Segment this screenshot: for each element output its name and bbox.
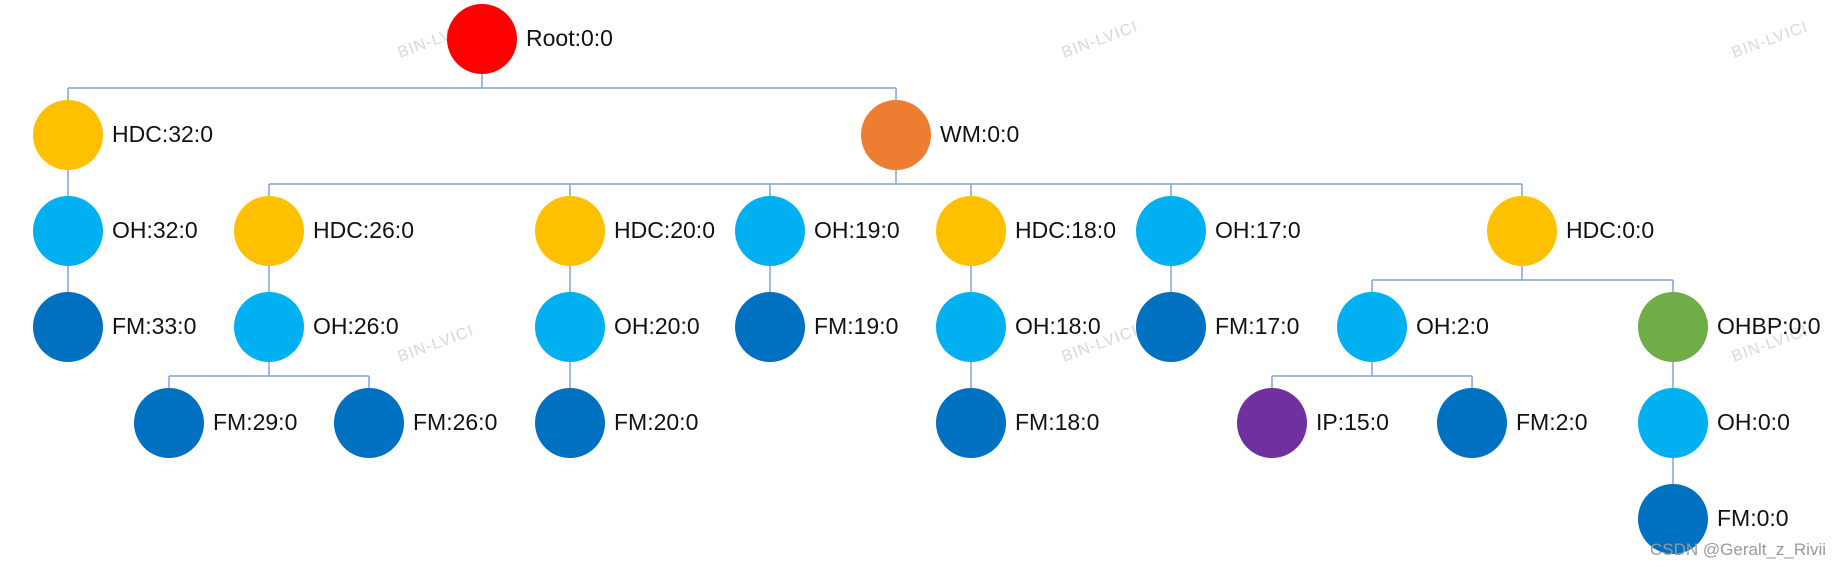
node-label: OH:26:0 — [313, 313, 399, 339]
tree-node-hdc26: HDC:26:0 — [234, 196, 414, 266]
node-label: FM:18:0 — [1015, 409, 1099, 435]
node-label: FM:19:0 — [814, 313, 898, 339]
oh-node-circle — [33, 196, 103, 266]
node-label: OH:20:0 — [614, 313, 700, 339]
fm-node-circle — [134, 388, 204, 458]
tree-node-oh32: OH:32:0 — [33, 196, 198, 266]
hdc-node-circle — [535, 196, 605, 266]
oh-node-circle — [1136, 196, 1206, 266]
node-label: HDC:32:0 — [112, 121, 213, 147]
hdc-node-circle — [33, 100, 103, 170]
node-label: OH:32:0 — [112, 217, 198, 243]
node-label: IP:15:0 — [1316, 409, 1389, 435]
tree-node-fm18: FM:18:0 — [936, 388, 1099, 458]
tree-node-oh2: OH:2:0 — [1337, 292, 1489, 362]
oh-node-circle — [535, 292, 605, 362]
tree-node-oh26: OH:26:0 — [234, 292, 399, 362]
tree-node-oh19: OH:19:0 — [735, 196, 900, 266]
watermark-text: BIN-LVICI — [396, 322, 477, 365]
node-label: FM:33:0 — [112, 313, 196, 339]
fm-node-circle — [1437, 388, 1507, 458]
fm-node-circle — [535, 388, 605, 458]
tree-node-fm0: FM:0:0 — [1638, 484, 1789, 554]
node-label: OH:19:0 — [814, 217, 900, 243]
ip-node-circle — [1237, 388, 1307, 458]
tree-node-hdc20: HDC:20:0 — [535, 196, 715, 266]
credit-text: CSDN @Geralt_z_Rivii — [1650, 540, 1826, 559]
hdc-node-circle — [936, 196, 1006, 266]
tree-node-fm29: FM:29:0 — [134, 388, 297, 458]
node-label: HDC:0:0 — [1566, 217, 1654, 243]
tree-node-root: Root:0:0 — [447, 4, 613, 74]
node-label: FM:17:0 — [1215, 313, 1299, 339]
hdc-node-circle — [1487, 196, 1557, 266]
tree-node-ip15: IP:15:0 — [1237, 388, 1389, 458]
tree-node-wm: WM:0:0 — [861, 100, 1019, 170]
oh-node-circle — [234, 292, 304, 362]
tree-node-ohbp: OHBP:0:0 — [1638, 292, 1821, 362]
node-label: OH:18:0 — [1015, 313, 1101, 339]
node-label: HDC:20:0 — [614, 217, 715, 243]
node-label: OHBP:0:0 — [1717, 313, 1821, 339]
tree-node-oh20: OH:20:0 — [535, 292, 700, 362]
node-label: Root:0:0 — [526, 25, 613, 51]
node-label: OH:0:0 — [1717, 409, 1790, 435]
ohbp-node-circle — [1638, 292, 1708, 362]
fm-node-circle — [334, 388, 404, 458]
oh-node-circle — [936, 292, 1006, 362]
tree-node-fm20: FM:20:0 — [535, 388, 698, 458]
node-label: HDC:26:0 — [313, 217, 414, 243]
wm-node-circle — [861, 100, 931, 170]
root-node-circle — [447, 4, 517, 74]
oh-node-circle — [1638, 388, 1708, 458]
tree-node-fm2: FM:2:0 — [1437, 388, 1588, 458]
node-label: FM:0:0 — [1717, 505, 1789, 531]
fm-node-circle — [936, 388, 1006, 458]
watermark-text: BIN-LVICI — [1060, 18, 1141, 61]
tree-node-fm26: FM:26:0 — [334, 388, 497, 458]
node-label: FM:29:0 — [213, 409, 297, 435]
edges-layer — [67, 74, 1674, 484]
watermark-text: BIN-LVICI — [1730, 18, 1811, 61]
node-label: OH:17:0 — [1215, 217, 1301, 243]
tree-node-hdc0: HDC:0:0 — [1487, 196, 1654, 266]
node-label: OH:2:0 — [1416, 313, 1489, 339]
tree-node-hdc18: HDC:18:0 — [936, 196, 1116, 266]
node-label: HDC:18:0 — [1015, 217, 1116, 243]
tree-node-oh17: OH:17:0 — [1136, 196, 1301, 266]
fm-node-circle — [1638, 484, 1708, 554]
tree-node-oh0: OH:0:0 — [1638, 388, 1790, 458]
tree-node-oh18: OH:18:0 — [936, 292, 1101, 362]
tree-node-fm19: FM:19:0 — [735, 292, 898, 362]
node-label: FM:26:0 — [413, 409, 497, 435]
fm-node-circle — [735, 292, 805, 362]
oh-node-circle — [1337, 292, 1407, 362]
tree-node-fm17: FM:17:0 — [1136, 292, 1299, 362]
hdc-node-circle — [234, 196, 304, 266]
oh-node-circle — [735, 196, 805, 266]
tree-node-hdc32: HDC:32:0 — [33, 100, 213, 170]
fm-node-circle — [1136, 292, 1206, 362]
fm-node-circle — [33, 292, 103, 362]
node-label: FM:20:0 — [614, 409, 698, 435]
node-label: FM:2:0 — [1516, 409, 1588, 435]
node-label: WM:0:0 — [940, 121, 1019, 147]
tree-node-fm33: FM:33:0 — [33, 292, 196, 362]
